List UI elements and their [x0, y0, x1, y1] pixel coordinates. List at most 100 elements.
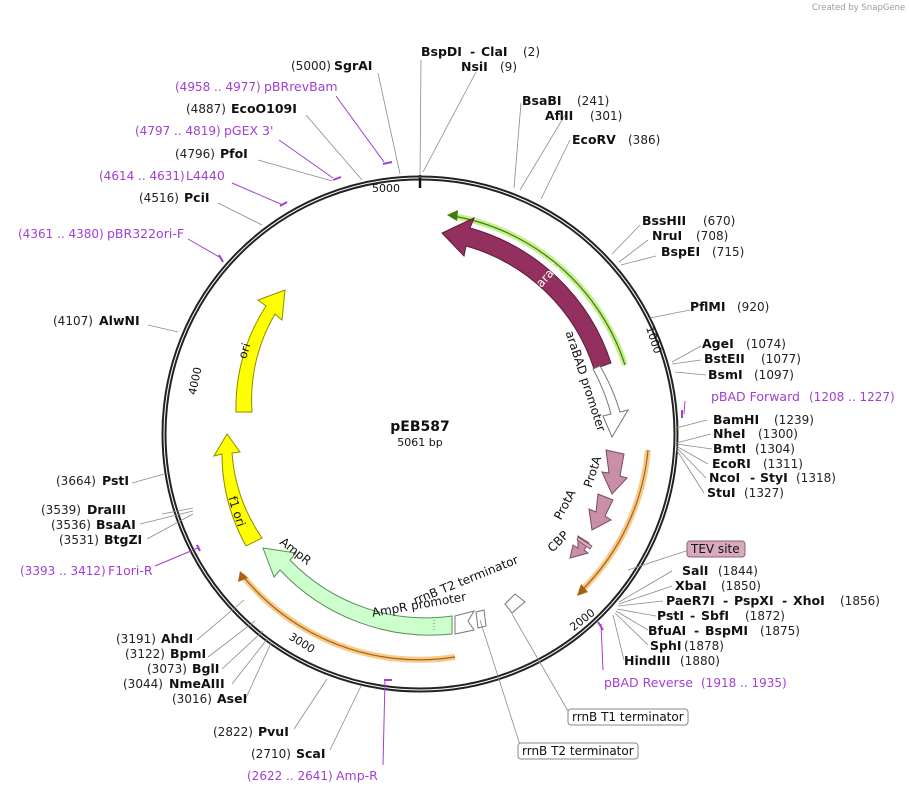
- enzyme-bspei-name: BspEI: [661, 244, 700, 259]
- enzyme-ahdi-pos: (3191): [116, 632, 156, 646]
- enzyme-pspxi-name: PspXI: [734, 593, 774, 608]
- enzyme-bgli[interactable]: (3073) BglI: [147, 661, 219, 676]
- enzyme-agei-pos: (1074): [746, 337, 786, 351]
- enzyme-sphi[interactable]: SphI (1878): [650, 638, 724, 653]
- enzyme-agei[interactable]: AgeI (1074): [702, 336, 786, 351]
- enzyme-agei-name: AgeI: [702, 336, 734, 351]
- enzyme-bsaai-pos: (3536): [51, 518, 91, 532]
- enzyme-btgzi-name: BtgZI: [104, 532, 142, 547]
- enzyme-pcii-name: PciI: [184, 190, 210, 205]
- enzyme-bsmi[interactable]: BsmI (1097): [708, 367, 794, 382]
- enzyme-xhoi-name: XhoI: [793, 593, 825, 608]
- enzyme-bsshii-pos: (670): [703, 214, 735, 228]
- f1-ori-arrow[interactable]: [212, 433, 263, 547]
- enzyme-nrui[interactable]: NruI (708): [652, 228, 728, 243]
- enzyme-bspmi-name: BspMI: [705, 623, 748, 638]
- enzyme-alwni[interactable]: (4107) AlwNI: [53, 313, 140, 328]
- enzyme-bsteii[interactable]: BstEII (1077): [704, 351, 801, 366]
- enzyme-bsaai[interactable]: (3536) BsaAI: [51, 517, 136, 532]
- ori-arrow[interactable]: [235, 289, 286, 413]
- enzyme-ecori[interactable]: EcoRI (1311): [712, 456, 803, 471]
- enzyme-bamhi-name: BamHI: [713, 412, 759, 427]
- enzyme-ecorv[interactable]: EcoRV (386): [572, 132, 660, 147]
- rrnb-t1-terminator-box[interactable]: rrnB T1 terminator: [567, 708, 689, 726]
- rrnb-t2-box-bg: [517, 742, 639, 760]
- enzyme-pcii[interactable]: (4516) PciI: [139, 190, 210, 205]
- enzyme-pfoi[interactable]: (4796) PfoI: [175, 146, 248, 161]
- primer-ampr[interactable]: (2622 .. 2641) Amp-R: [247, 768, 378, 783]
- enzyme-bamhi-pos: (1239): [774, 413, 814, 427]
- enzyme-hindiii[interactable]: HindIII (1880): [624, 653, 720, 668]
- enzyme-bsshii[interactable]: BssHII (670): [642, 213, 735, 228]
- ampr-promoter-arrow[interactable]: [454, 610, 476, 635]
- enzyme-bsaai-name: BsaAI: [96, 517, 136, 532]
- enzyme-stui[interactable]: StuI (1327): [707, 485, 784, 500]
- enzyme-psti-3664[interactable]: (3664) PstI: [56, 473, 129, 488]
- enzyme-nhei[interactable]: NheI (1300): [713, 426, 798, 441]
- enzyme-psti2-pos: (3664): [56, 474, 96, 488]
- enzyme-sali[interactable]: SalI (1844): [682, 563, 758, 578]
- enzyme-bamhi[interactable]: BamHI (1239): [713, 412, 814, 427]
- enzyme-bgli-name: BglI: [192, 661, 219, 676]
- enzyme-sgrai-name: SgrAI: [334, 58, 372, 73]
- primer-pbr322ori[interactable]: (4361 .. 4380) pBR322ori-F: [18, 226, 184, 241]
- prota-1-arrow[interactable]: [601, 449, 628, 495]
- enzyme-sphi-name: SphI: [650, 638, 682, 653]
- enzyme-bmti-name: BmtI: [713, 441, 746, 456]
- enzyme-stui-pos: (1327): [744, 486, 784, 500]
- enzyme-nmeaiii[interactable]: (3044) NmeAIII: [123, 676, 225, 691]
- enzyme-bsabi[interactable]: BsaBI (241): [522, 93, 609, 108]
- enzyme-dash: -: [470, 44, 475, 59]
- rrnb-t2-terminator-box[interactable]: rrnB T2 terminator: [517, 742, 639, 760]
- enzyme-draiii[interactable]: (3539) DraIII: [41, 502, 126, 517]
- enzyme-asei[interactable]: (3016) AseI: [172, 691, 247, 706]
- enzyme-ahdi[interactable]: (3191) AhdI: [116, 631, 193, 646]
- enzyme-hindiii-pos: (1880): [680, 654, 720, 668]
- prota-highlight-line: [579, 449, 649, 593]
- enzyme-sali-pos: (1844): [718, 564, 758, 578]
- enzyme-aflii[interactable]: AflII (301): [545, 108, 622, 123]
- enzyme-sgrai[interactable]: (5000) SgrAI: [291, 58, 372, 73]
- rrnb-t2-terminator-arrow: [475, 609, 487, 629]
- enzyme-pflmi[interactable]: PflMI (920): [690, 299, 769, 314]
- tick-4000: 4000: [186, 366, 205, 396]
- prota-2-arrow[interactable]: [588, 493, 614, 531]
- arabad-promoter-arrow[interactable]: [592, 365, 630, 439]
- enzyme-bsteii-pos: (1077): [761, 352, 801, 366]
- arac-highlight-line: [452, 215, 626, 366]
- enzyme-bmti[interactable]: BmtI (1304): [713, 441, 795, 456]
- ampr-feature-arrow[interactable]: [262, 547, 453, 636]
- enzyme-bpmi[interactable]: (3122) BpmI: [125, 646, 206, 661]
- primer-pbrrevbam[interactable]: (4958 .. 4977) pBRrevBam: [175, 79, 338, 94]
- enzyme-sali-name: SalI: [682, 563, 708, 578]
- enzyme-nsii-name: NsiI: [461, 59, 488, 74]
- primer-pgex3[interactable]: (4797 .. 4819) pGEX 3': [135, 123, 273, 138]
- enzyme-bspdi-clai[interactable]: BspDI - ClaI (2): [421, 44, 540, 59]
- plasmid-name: pEB587: [390, 419, 449, 435]
- enzyme-bspei[interactable]: BspEI (715): [661, 244, 744, 259]
- enzyme-nsii[interactable]: NsiI (9): [461, 59, 517, 74]
- primer-l4440[interactable]: (4614 .. 4631) L4440: [99, 168, 225, 183]
- enzyme-paer7i-dash2: -: [782, 593, 787, 608]
- enzyme-psti-sbfi[interactable]: PstI - SbfI (1872): [657, 608, 785, 623]
- tev-site-box[interactable]: TEV site: [686, 540, 746, 558]
- enzyme-bsmi-pos: (1097): [754, 368, 794, 382]
- enzyme-bsteii-name: BstEII: [704, 351, 745, 366]
- enzyme-ncoi-styi[interactable]: NcoI - StyI (1318): [709, 470, 836, 485]
- ampr-highlight-line: [241, 574, 456, 661]
- enzyme-pvui[interactable]: (2822) PvuI: [213, 724, 289, 739]
- primer-pbad-forward[interactable]: pBAD Forward (1208 .. 1227): [711, 389, 895, 404]
- primer-pbad-reverse[interactable]: pBAD Reverse (1918 .. 1935): [604, 675, 787, 690]
- enzyme-scai[interactable]: (2710) ScaI: [251, 746, 326, 761]
- enzyme-xbai[interactable]: XbaI (1850): [675, 578, 761, 593]
- enzyme-hindiii-name: HindIII: [624, 653, 671, 668]
- enzyme-pfoi-pos: (4796): [175, 147, 215, 161]
- enzyme-nmeaiii-name: NmeAIII: [169, 676, 225, 691]
- enzyme-clai: ClaI: [481, 44, 508, 59]
- enzyme-paer7i-pspxi-xhoi[interactable]: PaeR7I - PspXI - XhoI (1856): [666, 593, 880, 608]
- primer-f1ori[interactable]: (3393 .. 3412) F1ori-R: [20, 563, 153, 578]
- enzyme-btgzi[interactable]: (3531) BtgZI: [59, 532, 142, 547]
- enzyme-bfuai-bspmi[interactable]: BfuAI - BspMI (1875): [648, 623, 800, 638]
- tev-site-box-bg: [686, 540, 746, 558]
- enzyme-ecoo109i[interactable]: (4887) EcoO109I: [186, 101, 297, 116]
